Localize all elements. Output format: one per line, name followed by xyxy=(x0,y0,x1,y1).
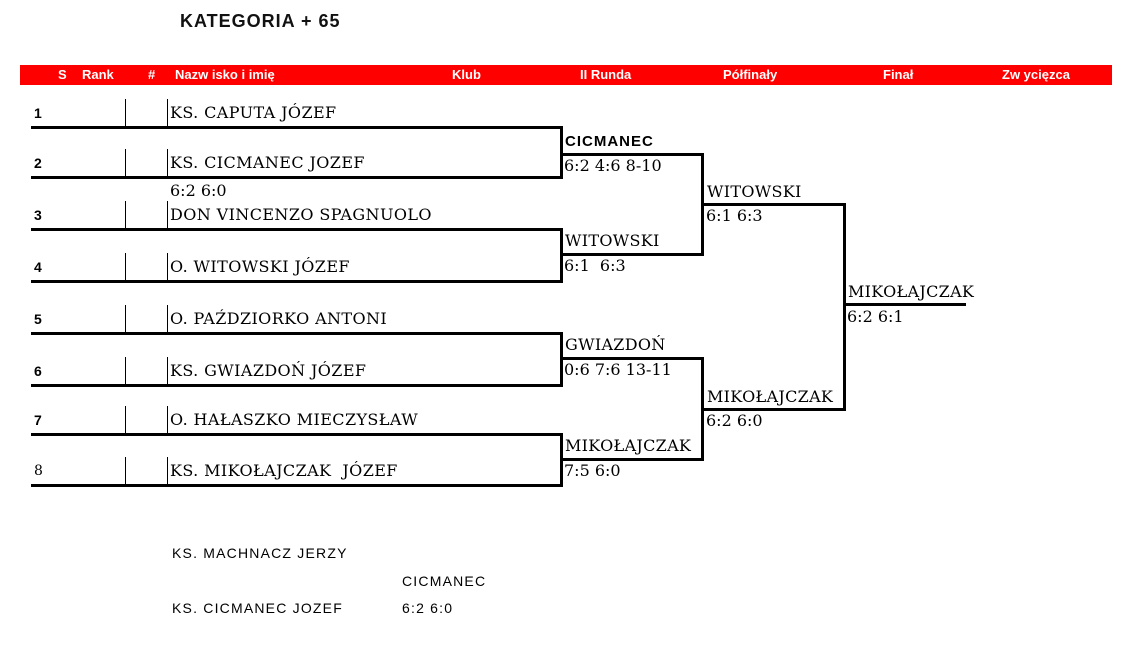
page-title: KATEGORIA + 65 xyxy=(180,11,341,31)
column-tick xyxy=(167,406,168,433)
round2-score: 6:1 6:3 xyxy=(564,256,626,275)
seat-number: 1 xyxy=(34,105,42,121)
round2-winner-line xyxy=(560,153,704,156)
player-name: DON VINCENZO SPAGNUOLO xyxy=(170,205,432,224)
seat-number: 3 xyxy=(34,207,42,223)
semifinal-winner: MIKOŁAJCZAK xyxy=(707,387,834,406)
semifinal-winner: WITOWSKI xyxy=(707,182,802,201)
round2-score: 0:6 7:6 13-11 xyxy=(564,360,672,379)
bracket-connector xyxy=(560,126,563,179)
column-tick xyxy=(125,253,126,280)
player-row-line xyxy=(31,228,563,231)
player-row-line xyxy=(31,176,563,179)
semifinal-winner-line xyxy=(701,203,846,206)
column-tick xyxy=(125,149,126,176)
column-tick xyxy=(125,305,126,332)
column-header-winner: Zw ycięzca xyxy=(1002,67,1070,82)
player-name: O. WITOWSKI JÓZEF xyxy=(170,257,350,276)
column-tick xyxy=(167,305,168,332)
semifinal-score: 6:2 6:0 xyxy=(706,411,763,430)
round2-score: 6:2 4:6 8-10 xyxy=(564,156,662,175)
column-tick xyxy=(167,99,168,126)
player-row-line xyxy=(31,332,563,335)
seat-number: 2 xyxy=(34,155,42,171)
seat-number: 4 xyxy=(34,259,42,275)
column-header-round2: II Runda xyxy=(580,67,632,82)
player-row-line xyxy=(31,126,563,129)
semifinal-winner-line xyxy=(701,408,846,411)
column-tick xyxy=(167,457,168,484)
round2-score: 7:5 6:0 xyxy=(564,461,621,480)
round2-winner: CICMANEC xyxy=(565,133,654,150)
seat-number: 6 xyxy=(34,363,42,379)
final-score: 6:2 6:1 xyxy=(847,307,904,326)
column-tick xyxy=(167,201,168,228)
extra-match-player1: KS. MACHNACZ JERZY xyxy=(172,545,348,561)
player-name: KS. CAPUTA JÓZEF xyxy=(170,103,337,122)
extra-match-winner: CICMANEC xyxy=(402,573,487,589)
bracket-connector xyxy=(843,203,846,411)
player-name: KS. GWIAZDOŃ JÓZEF xyxy=(170,361,367,380)
column-header-final: Finał xyxy=(883,67,914,82)
round2-winner: MIKOŁAJCZAK xyxy=(565,436,692,455)
column-header-number: # xyxy=(148,67,156,82)
column-tick xyxy=(125,201,126,228)
column-tick xyxy=(125,99,126,126)
column-header-semifinal: Półfinały xyxy=(723,67,778,82)
player-name: O. PAŹDZIORKO ANTONI xyxy=(170,309,388,328)
column-tick xyxy=(125,357,126,384)
first-round-score: 6:2 6:0 xyxy=(170,181,227,200)
seat-number: 8 xyxy=(34,463,43,479)
column-header-bar: S Rank # Nazw isko i imię Klub II Runda … xyxy=(20,65,1112,85)
column-tick xyxy=(125,457,126,484)
column-tick xyxy=(167,149,168,176)
extra-match-player2: KS. CICMANEC JOZEF xyxy=(172,600,343,616)
player-row-line xyxy=(31,384,563,387)
round2-winner-line xyxy=(560,458,704,461)
final-winner: MIKOŁAJCZAK xyxy=(848,282,975,301)
column-tick xyxy=(125,406,126,433)
round2-winner-line xyxy=(560,253,704,256)
player-row-line xyxy=(31,280,563,283)
round2-winner: WITOWSKI xyxy=(565,231,660,250)
player-row-line xyxy=(31,433,563,436)
round2-winner: GWIAZDOŃ xyxy=(565,335,666,354)
seat-number: 7 xyxy=(34,412,42,428)
column-tick xyxy=(167,253,168,280)
player-name: KS. MIKOŁAJCZAK JÓZEF xyxy=(170,461,398,480)
round2-winner-line xyxy=(560,357,704,360)
column-tick xyxy=(167,357,168,384)
column-header-s: S xyxy=(58,67,67,82)
player-row-line xyxy=(31,484,563,487)
column-header-club: Klub xyxy=(452,67,481,82)
seat-number: 5 xyxy=(34,311,42,327)
semifinal-score: 6:1 6:3 xyxy=(706,206,763,225)
extra-match-score: 6:2 6:0 xyxy=(402,600,454,616)
column-header-name: Nazw isko i imię xyxy=(175,67,275,82)
player-name: O. HAŁASZKO MIECZYSŁAW xyxy=(170,410,419,429)
final-winner-line xyxy=(843,303,966,306)
player-name: KS. CICMANEC JOZEF xyxy=(170,153,365,172)
column-header-rank: Rank xyxy=(82,67,114,82)
